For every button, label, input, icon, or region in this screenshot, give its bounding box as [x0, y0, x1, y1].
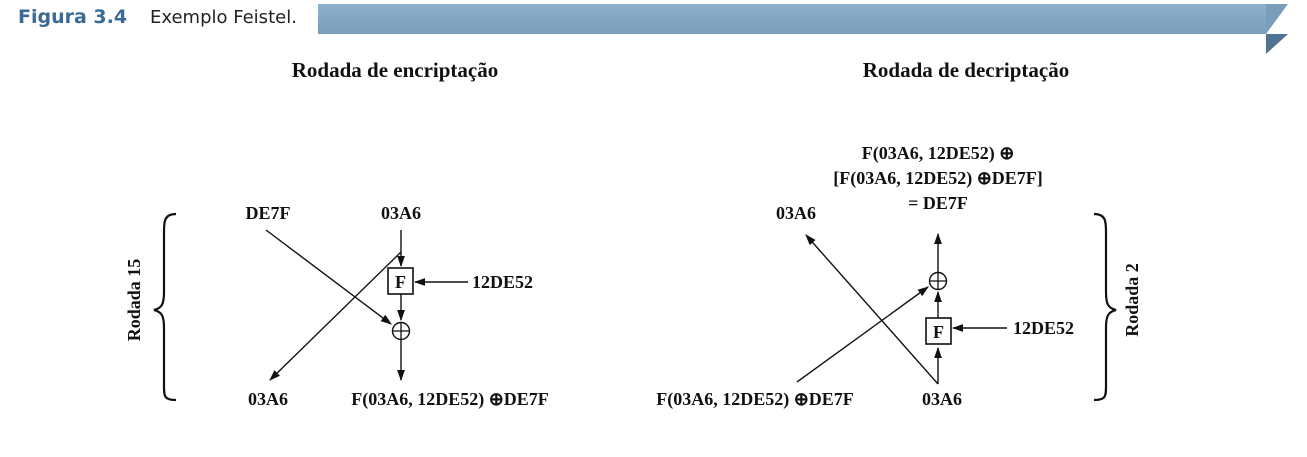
enc-round-brace: [153, 212, 177, 402]
caption-banner-corner: [1266, 34, 1288, 54]
enc-left-to-xor-arrow: [265, 229, 392, 325]
enc-key-label: 12DE52: [472, 272, 533, 292]
dec-key-label: 12DE52: [1013, 318, 1074, 338]
caption-banner-fold: [1266, 4, 1288, 34]
enc-xor-symbol: [391, 321, 411, 341]
enc-left-output: 03A6: [248, 389, 288, 409]
enc-right-to-left-output-arrow: [269, 251, 402, 381]
dec-left-input: F(03A6, 12DE52) ⊕DE7F: [656, 389, 854, 410]
enc-right-input: 03A6: [381, 203, 421, 223]
enc-right-output: F(03A6, 12DE52) ⊕DE7F: [351, 389, 549, 410]
figure-number: Figura 3.4: [18, 6, 128, 28]
enc-f-box: [387, 267, 414, 295]
dec-f-label: F: [933, 322, 944, 342]
dec-left-to-xor-arrow: [796, 286, 929, 383]
dec-round-label: Rodada 2: [1122, 263, 1142, 337]
enc-f-label: F: [395, 272, 406, 292]
figure-title: Exemplo Feistel.: [150, 7, 297, 28]
encryption-title: Rodada de encriptação: [292, 58, 499, 82]
dec-result-line3: = DE7F: [908, 193, 968, 213]
dec-right-input: 03A6: [922, 389, 962, 409]
dec-left-output: 03A6: [776, 203, 816, 223]
dec-result-line1: F(03A6, 12DE52) ⊕: [862, 143, 1015, 164]
decryption-title: Rodada de decriptação: [863, 58, 1070, 82]
dec-right-to-left-output-arrow: [805, 234, 939, 385]
dec-round-brace: [1093, 212, 1117, 402]
caption-banner: [318, 4, 1266, 34]
enc-left-input: DE7F: [246, 203, 291, 223]
dec-result-line2: [F(03A6, 12DE52) ⊕DE7F]: [833, 168, 1043, 189]
enc-round-label: Rodada 15: [124, 259, 144, 342]
dec-xor-symbol: [928, 271, 948, 291]
figure-caption-bar: Figura 3.4 Exemplo Feistel.: [0, 0, 1307, 60]
